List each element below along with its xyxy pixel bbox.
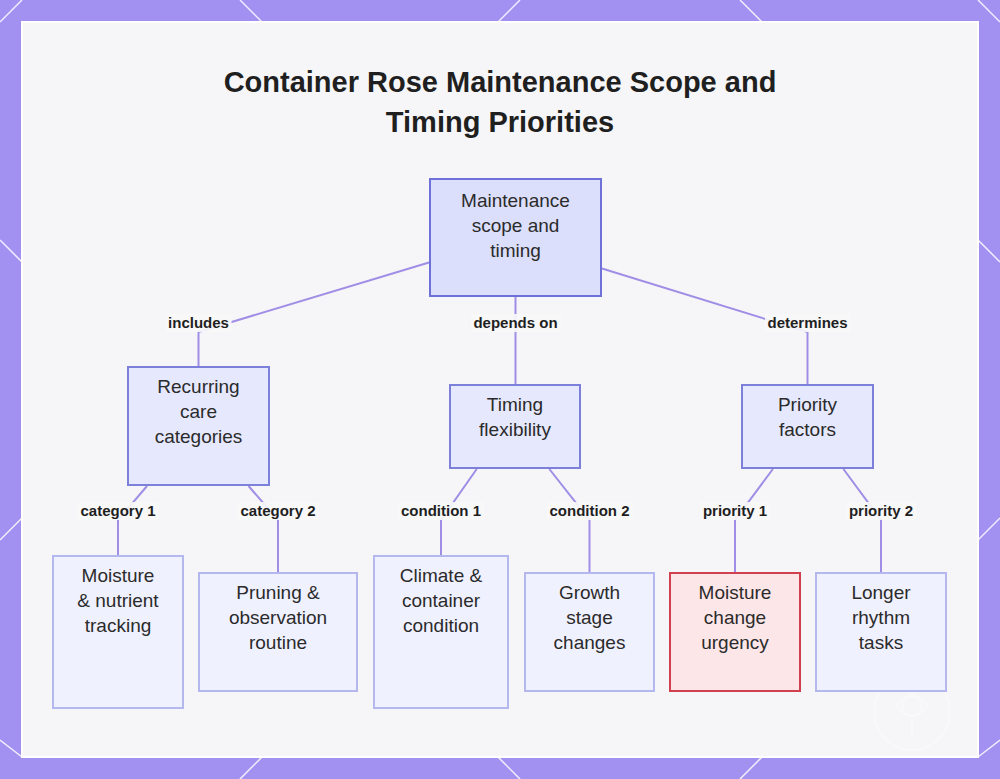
diagram-title: Container Rose Maintenance Scope and Tim…: [190, 62, 810, 142]
edge-label: category 2: [237, 502, 318, 520]
node-label: Timing flexibility: [463, 392, 567, 442]
concept-box: Growth stage changes: [524, 572, 655, 692]
priority-box: Moisture change urgency: [669, 572, 801, 692]
edge-label: condition 1: [398, 502, 484, 520]
concept-box: Pruning & observation routine: [198, 572, 358, 692]
inner-panel: [22, 22, 978, 757]
node-label: Pruning & observation routine: [212, 580, 344, 655]
panel-border: [22, 22, 978, 757]
node-label: Priority factors: [755, 392, 860, 442]
connector-line: [549, 469, 589, 572]
edge-label: depends on: [470, 314, 560, 332]
node-label: Longer rhythm tasks: [833, 580, 929, 655]
concept-box: Maintenance scope and timing: [429, 178, 602, 297]
concept-box: Timing flexibility: [449, 384, 581, 469]
connector-line: [199, 262, 430, 366]
node-label: Growth stage changes: [538, 580, 641, 655]
concept-box: Recurring care categories: [127, 366, 270, 486]
connector-line: [843, 469, 881, 572]
edge-label: priority 2: [846, 502, 916, 520]
edge-label: condition 2: [547, 502, 633, 520]
node-label: Recurring care categories: [141, 374, 256, 449]
node-label: Climate & container condition: [385, 563, 497, 638]
edge-label: priority 1: [700, 502, 770, 520]
connector-line: [249, 486, 278, 572]
concept-box: Priority factors: [741, 384, 874, 469]
connector-line: [515, 297, 517, 384]
concept-box: Climate & container condition: [373, 555, 509, 709]
concept-box: Moisture & nutrient tracking: [52, 555, 184, 709]
edge-label: includes: [165, 314, 232, 332]
edge-label: category 1: [77, 502, 158, 520]
node-label: Moisture change urgency: [683, 580, 787, 655]
connector-line: [118, 486, 147, 555]
node-label: Moisture & nutrient tracking: [76, 563, 160, 638]
connector-line: [735, 469, 773, 572]
edge-label: determines: [764, 314, 850, 332]
node-label: Maintenance scope and timing: [451, 188, 580, 263]
concept-box: Longer rhythm tasks: [815, 572, 947, 692]
